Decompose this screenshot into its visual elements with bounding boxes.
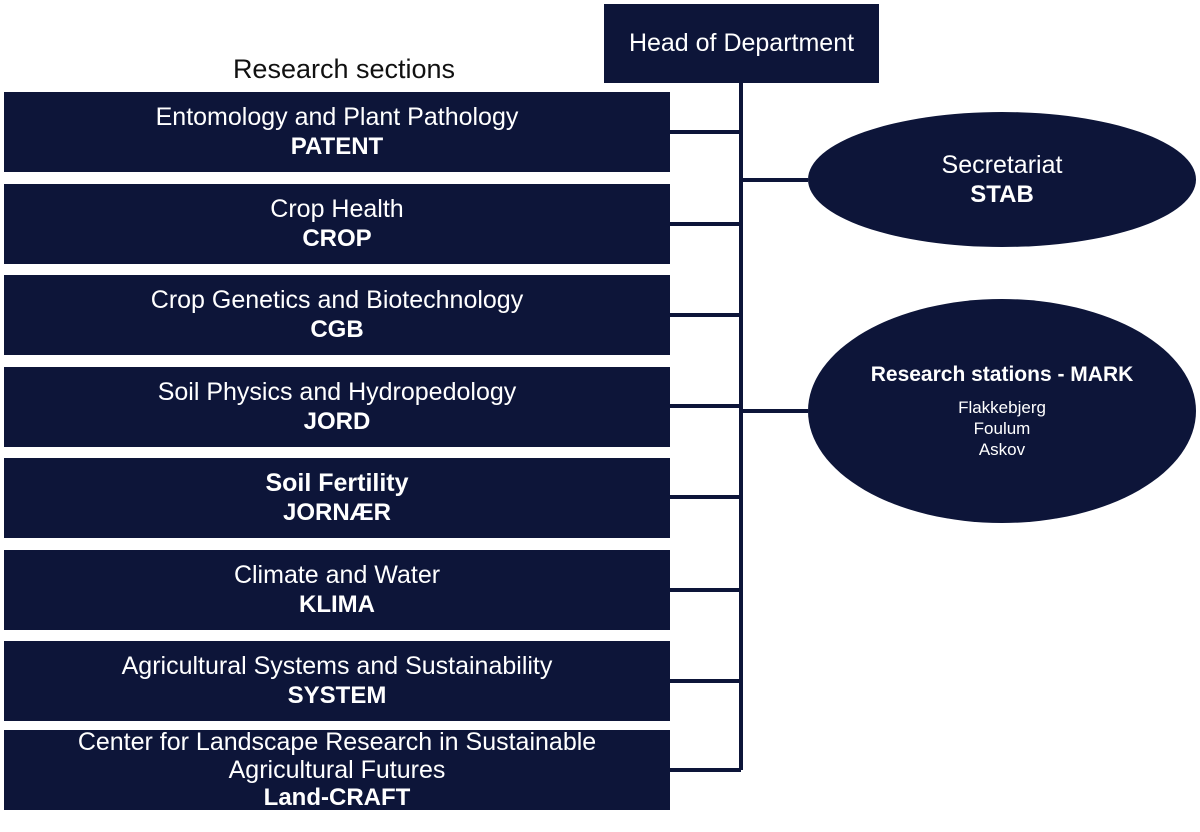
section-name-line1: Center for Landscape Research in Sustain… [77,728,597,756]
section-klima: Climate and Water KLIMA [4,550,670,630]
section-system: Agricultural Systems and Sustainability … [4,641,670,721]
section-name: Soil Fertility [265,469,409,497]
section-code: Land-CRAFT [263,784,411,811]
secretariat-ellipse: Secretariat STAB [808,112,1196,247]
section-name-line2: Agricultural Futures [228,756,446,784]
section-patent: Entomology and Plant Pathology PATENT [4,92,670,172]
section-code: JORNÆR [282,499,391,526]
section-code: PATENT [290,133,384,160]
section-crop: Crop Health CROP [4,184,670,264]
section-name: Climate and Water [233,561,441,589]
section-name: Soil Physics and Hydropedology [157,378,517,406]
station-location: Foulum [973,418,1031,438]
station-location: Askov [978,439,1026,459]
secretariat-name: Secretariat [941,150,1063,179]
station-location: Flakkebjerg [958,397,1046,417]
head-of-department-box: Head of Department [604,4,879,83]
section-code: JORD [303,408,371,435]
section-code: CGB [310,316,364,343]
secretariat-code: STAB [970,180,1034,208]
section-name: Crop Genetics and Biotechnology [150,286,524,314]
section-code: SYSTEM [287,682,387,709]
section-name: Agricultural Systems and Sustainability [121,652,553,680]
section-jord: Soil Physics and Hydropedology JORD [4,367,670,447]
head-of-department-label: Head of Department [628,29,855,57]
section-code: CROP [302,225,372,252]
section-name: Entomology and Plant Pathology [155,103,519,131]
section-jornaer: Soil Fertility JORNÆR [4,458,670,538]
research-stations-ellipse: Research stations - MARK Flakkebjerg Fou… [808,299,1196,523]
section-name: Crop Health [270,195,404,223]
research-sections-title: Research sections [232,54,456,84]
research-stations-title: Research stations - MARK [870,362,1134,386]
section-land-craft: Center for Landscape Research in Sustain… [4,728,670,811]
section-cgb: Crop Genetics and Biotechnology CGB [4,275,670,355]
section-code: KLIMA [299,591,375,618]
